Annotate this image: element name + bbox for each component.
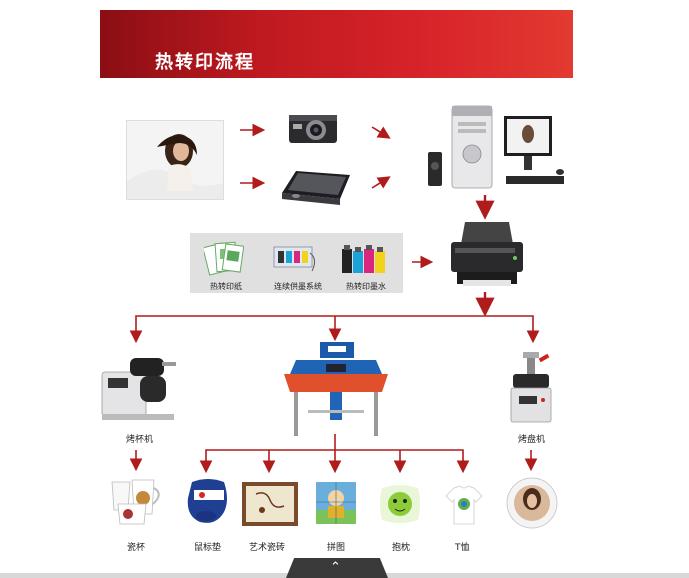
product-puzzle bbox=[314, 480, 358, 526]
product-label-mugs: 瓷杯 bbox=[127, 543, 146, 553]
plate-press-label: 烤盘机 bbox=[518, 435, 546, 445]
product-label-puzzle: 拼图 bbox=[327, 543, 346, 553]
product-pillow bbox=[378, 482, 422, 526]
header-banner: 热转印流程 bbox=[100, 10, 573, 78]
tshirt-icon bbox=[445, 485, 483, 525]
plate-icon bbox=[506, 477, 558, 529]
product-distribution-line bbox=[205, 449, 464, 465]
computer-icon bbox=[428, 105, 564, 189]
product-tshirt bbox=[444, 484, 484, 528]
mouse-pad-icon bbox=[187, 479, 227, 523]
product-label-pillow: 抱枕 bbox=[392, 543, 411, 553]
plate-press bbox=[505, 350, 559, 426]
supply-label-paper: 热转印纸 bbox=[210, 282, 242, 291]
product-mugs bbox=[106, 474, 166, 526]
art-tile-icon bbox=[242, 482, 298, 526]
mug-press-icon bbox=[101, 358, 176, 420]
supply-label-ink-system: 连续供墨系统 bbox=[274, 282, 322, 291]
computer bbox=[420, 102, 568, 192]
page-title: 热转印流程 bbox=[155, 52, 255, 73]
supplies-panel: 热转印纸 连续供墨系统 热转印墨水 bbox=[190, 233, 403, 293]
mug-press-label: 烤杯机 bbox=[126, 435, 154, 445]
distribution-line bbox=[135, 315, 534, 337]
ink-system-icon bbox=[273, 246, 316, 272]
mugs-icon bbox=[111, 479, 160, 525]
product-label-art-tile: 艺术瓷砖 bbox=[249, 543, 286, 553]
arrow-scanner-computer bbox=[371, 176, 391, 189]
pillow-icon bbox=[380, 485, 420, 523]
chevron-up-icon: ⌃ bbox=[330, 560, 341, 575]
scroll-top-tab[interactable]: ⌃ bbox=[286, 558, 388, 578]
heat-press bbox=[278, 340, 393, 438]
product-label-tshirt: T恤 bbox=[455, 543, 470, 553]
product-art-tile bbox=[240, 480, 300, 528]
supply-label-ink: 热转印墨水 bbox=[346, 282, 386, 291]
heat-press-icon bbox=[284, 342, 388, 436]
printer bbox=[447, 218, 527, 290]
scanner-icon bbox=[282, 171, 350, 205]
arrow-camera-computer bbox=[371, 126, 391, 139]
puzzle-icon bbox=[316, 482, 356, 524]
ink-bottles-icon bbox=[342, 245, 385, 273]
mug-press bbox=[100, 350, 180, 422]
transfer-paper-icon bbox=[204, 241, 244, 276]
scanner bbox=[276, 163, 354, 207]
product-mouse-pad bbox=[184, 476, 232, 528]
product-label-mouse-pad: 鼠标垫 bbox=[194, 543, 222, 553]
camera bbox=[288, 112, 338, 144]
source-photo bbox=[126, 120, 224, 200]
plate-press-icon bbox=[510, 352, 552, 423]
printer-icon bbox=[451, 222, 523, 286]
product-plate bbox=[505, 476, 559, 530]
camera-icon bbox=[289, 115, 337, 143]
